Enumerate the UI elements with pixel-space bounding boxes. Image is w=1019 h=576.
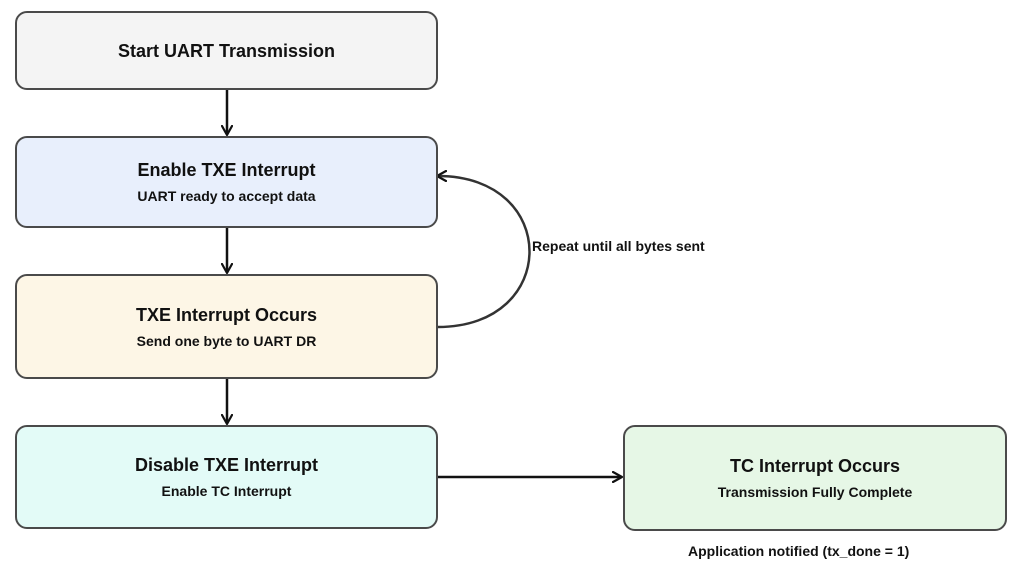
application-notified-label: Application notified (tx_done = 1) (688, 543, 910, 559)
node-title: Disable TXE Interrupt (134, 455, 319, 475)
enable-txe-interrupt-node: Enable TXE Interrupt UART ready to accep… (15, 136, 438, 228)
node-title: Enable TXE Interrupt (137, 160, 316, 180)
node-subtitle: UART ready to accept data (137, 188, 316, 204)
node-subtitle: Transmission Fully Complete (717, 484, 913, 500)
node-title: TC Interrupt Occurs (729, 456, 901, 476)
node-subtitle: Send one byte to UART DR (136, 332, 317, 349)
loop-arrow-repeat (438, 176, 531, 329)
node-subtitle: Enable TC Interrupt (161, 483, 292, 499)
node-title: Start UART Transmission (117, 40, 336, 61)
txe-interrupt-occurs-node: TXE Interrupt Occurs Send one byte to UA… (15, 274, 438, 379)
node-title: TXE Interrupt Occurs (135, 304, 318, 325)
repeat-loop-label: Repeat until all bytes sent (532, 238, 705, 254)
disable-txe-interrupt-node: Disable TXE Interrupt Enable TC Interrup… (15, 425, 438, 529)
start-uart-transmission-node: Start UART Transmission (15, 11, 438, 90)
tc-interrupt-occurs-node: TC Interrupt Occurs Transmission Fully C… (623, 425, 1007, 531)
